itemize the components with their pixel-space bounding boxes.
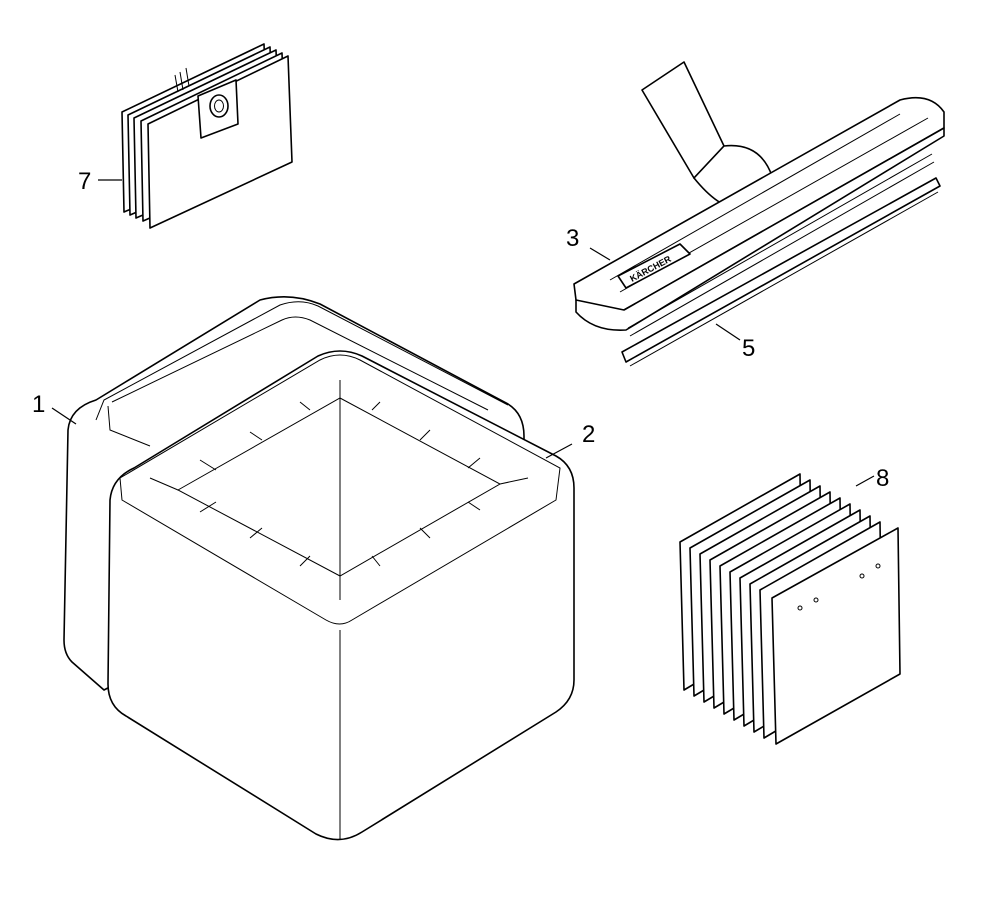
floor-nozzle: KÄRCHER 3 — [566, 61, 945, 337]
filter-sheet — [771, 527, 901, 745]
paper-filter-bags: 7 — [78, 43, 293, 229]
filter-bag-2: 2 — [107, 350, 595, 841]
callout-7: 7 — [78, 168, 91, 195]
filter-sheets: 8 — [679, 465, 901, 745]
bag-sheet — [147, 55, 293, 229]
bag-collar — [197, 79, 239, 139]
leader-line-5 — [715, 323, 741, 341]
callout-1: 1 — [32, 391, 45, 418]
brush-strips: 5 — [621, 177, 941, 367]
leader-line-8 — [855, 475, 875, 487]
callout-5: 5 — [742, 335, 755, 362]
leader-line-2 — [545, 443, 573, 459]
callout-3: 3 — [566, 225, 579, 252]
callout-2: 2 — [582, 421, 595, 448]
callout-8: 8 — [876, 465, 889, 492]
leader-line-1 — [51, 407, 77, 425]
leader-line-3 — [589, 247, 611, 261]
